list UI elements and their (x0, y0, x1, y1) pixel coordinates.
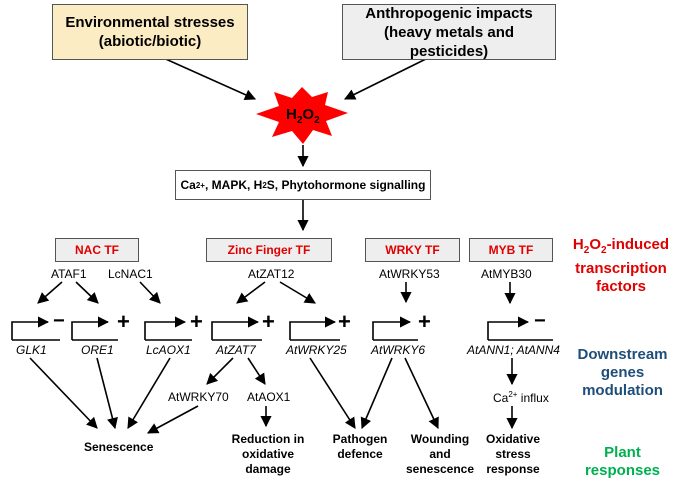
arrow-atzat12-atwrky25 (279, 281, 316, 304)
arrow-anthro-to-h2o2 (343, 52, 439, 100)
promoter-lcaox1 (144, 322, 192, 341)
stress-line1: Environmental stresses (65, 14, 235, 31)
sign-lcaox1: + (190, 309, 203, 334)
promoter-atzat7 (211, 322, 262, 341)
h2o2-label: H2O2 (286, 106, 320, 126)
arrow-ore1-senescence (96, 357, 118, 430)
atwrky53-label: AtWRKY53 (379, 267, 440, 281)
h2o2-burst-shape (256, 87, 348, 144)
gene-atwrky25: AtWRKY25 (286, 343, 347, 357)
arrow-atwrky6-pathogen (360, 357, 393, 430)
sign-atwrky6: + (418, 309, 431, 334)
promoter-atwrky25 (289, 322, 340, 341)
response-senescence: Senescence (84, 440, 154, 454)
arrow-lcaox1-senescence (127, 357, 171, 429)
zinc-finger-tf-box: Zinc Finger TF (206, 238, 332, 262)
side-label-tf: H2O2-induced transcription factors (572, 236, 670, 295)
anthropogenic-impacts-box: Anthropogenic impacts (heavy metals and … (342, 4, 556, 60)
stress-line2: (abiotic/biotic) (98, 33, 202, 50)
gene-ore1: ORE1 (81, 343, 114, 357)
gene-glk1: GLK1 (16, 343, 47, 357)
arrow-atzat12-atzat7 (236, 281, 266, 304)
arrow-atwrky70-senescence (147, 405, 199, 434)
sign-atann: − (534, 310, 546, 332)
arrow-atzat7-ataox1 (247, 357, 266, 385)
arrow-ataf1-glk1 (37, 281, 63, 304)
atzat12-label: AtZAT12 (248, 267, 295, 281)
sign-ore1: + (117, 309, 130, 334)
environmental-stresses-box: Environmental stresses (abiotic/biotic) (52, 4, 248, 60)
arrow-atzat7-atwrky70 (206, 357, 234, 385)
ca-influx-label: Ca2+ influx (493, 390, 549, 405)
atmyb30-label: AtMYB30 (481, 267, 532, 281)
nac-tf-box: NAC TF (55, 238, 139, 262)
promoter-glk1 (11, 321, 60, 341)
atwrky70-label: AtWRKY70 (168, 390, 229, 404)
promoter-ore1 (71, 322, 118, 341)
myb-tf-box: MYB TF (469, 238, 553, 262)
gene-atann: AtANN1; AtANN4 (467, 343, 560, 357)
gene-atwrky6: AtWRKY6 (371, 343, 426, 357)
arrow-lcnac1-lcaox1 (139, 281, 161, 304)
arrow-ataf1-ore1 (75, 281, 99, 304)
arrow-atwrky25-pathogen (309, 357, 356, 429)
sign-atwrky25: + (338, 309, 351, 334)
anthro-line2: (heavy metals and pesticides) (383, 23, 515, 60)
arrow-glk1-senescence (29, 357, 98, 429)
sign-atzat7: + (262, 309, 275, 334)
gene-lcaox1: LcAOX1 (146, 343, 191, 357)
lcnac1-label: LcNAC1 (108, 267, 153, 281)
sign-glk1: − (53, 310, 65, 332)
promoter-atwrky6 (372, 322, 418, 341)
anthro-line1: Anthropogenic impacts (365, 4, 533, 22)
wrky-tf-box: WRKY TF (365, 238, 460, 262)
ataf1-label: ATAF1 (51, 267, 87, 281)
promoter-atann (487, 322, 553, 341)
arrow-atwrky6-wounding (404, 357, 439, 430)
ataox1-label: AtAOX1 (247, 390, 291, 404)
gene-atzat7: AtZAT7 (216, 343, 256, 357)
